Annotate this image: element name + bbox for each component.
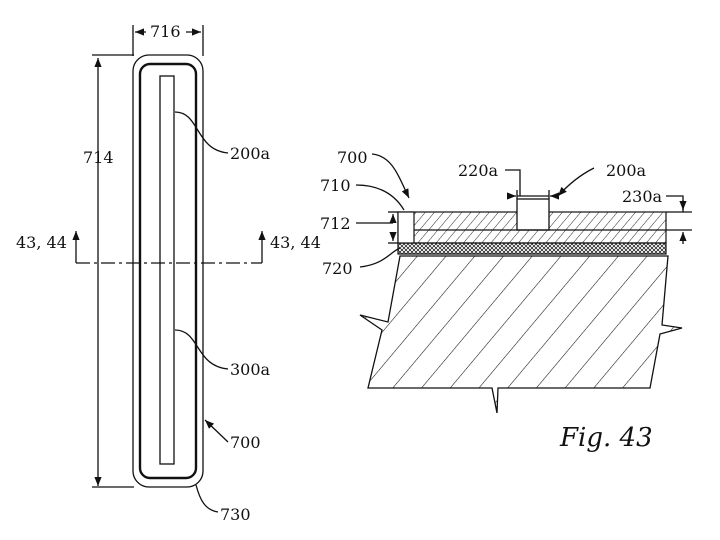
label-300a: 300a (230, 360, 271, 379)
adhesive-layer-720 (398, 243, 666, 254)
edge-block-712 (398, 212, 414, 243)
section-view: 700 710 712 720 220a 200a 230a Fig. 43 (320, 148, 692, 453)
label-200a-right: 200a (606, 161, 647, 180)
leader-700-right (372, 154, 409, 198)
figure-caption: Fig. 43 (559, 423, 653, 453)
leader-200a (175, 112, 228, 153)
label-730: 730 (220, 505, 251, 524)
border-700 (140, 64, 196, 478)
label-714: 714 (83, 148, 114, 167)
label-230a: 230a (622, 187, 663, 206)
label-720: 720 (322, 259, 353, 278)
front-view: 716 714 43, 44 43, 44 200a 300a 700 730 (16, 22, 321, 524)
label-section-left: 43, 44 (16, 233, 67, 252)
label-200a-left: 200a (230, 144, 271, 163)
label-section-right: 43, 44 (270, 233, 321, 252)
leader-220a (505, 170, 520, 196)
label-716: 716 (150, 22, 181, 41)
leader-730 (196, 485, 218, 512)
label-710: 710 (320, 176, 351, 195)
substrate (360, 256, 682, 413)
leader-710 (356, 185, 404, 210)
leader-720 (360, 248, 400, 267)
leader-200a-right (558, 168, 594, 196)
label-700-left: 700 (230, 433, 261, 452)
leader-700 (205, 420, 228, 442)
ridge-220a (517, 199, 549, 230)
label-712: 712 (320, 214, 351, 233)
outer-frame-730 (133, 55, 203, 487)
label-220a: 220a (458, 161, 499, 180)
leader-300a (175, 330, 228, 369)
label-700-right: 700 (337, 148, 368, 167)
inner-slot-200a (160, 76, 174, 464)
leader-230a (666, 196, 683, 212)
